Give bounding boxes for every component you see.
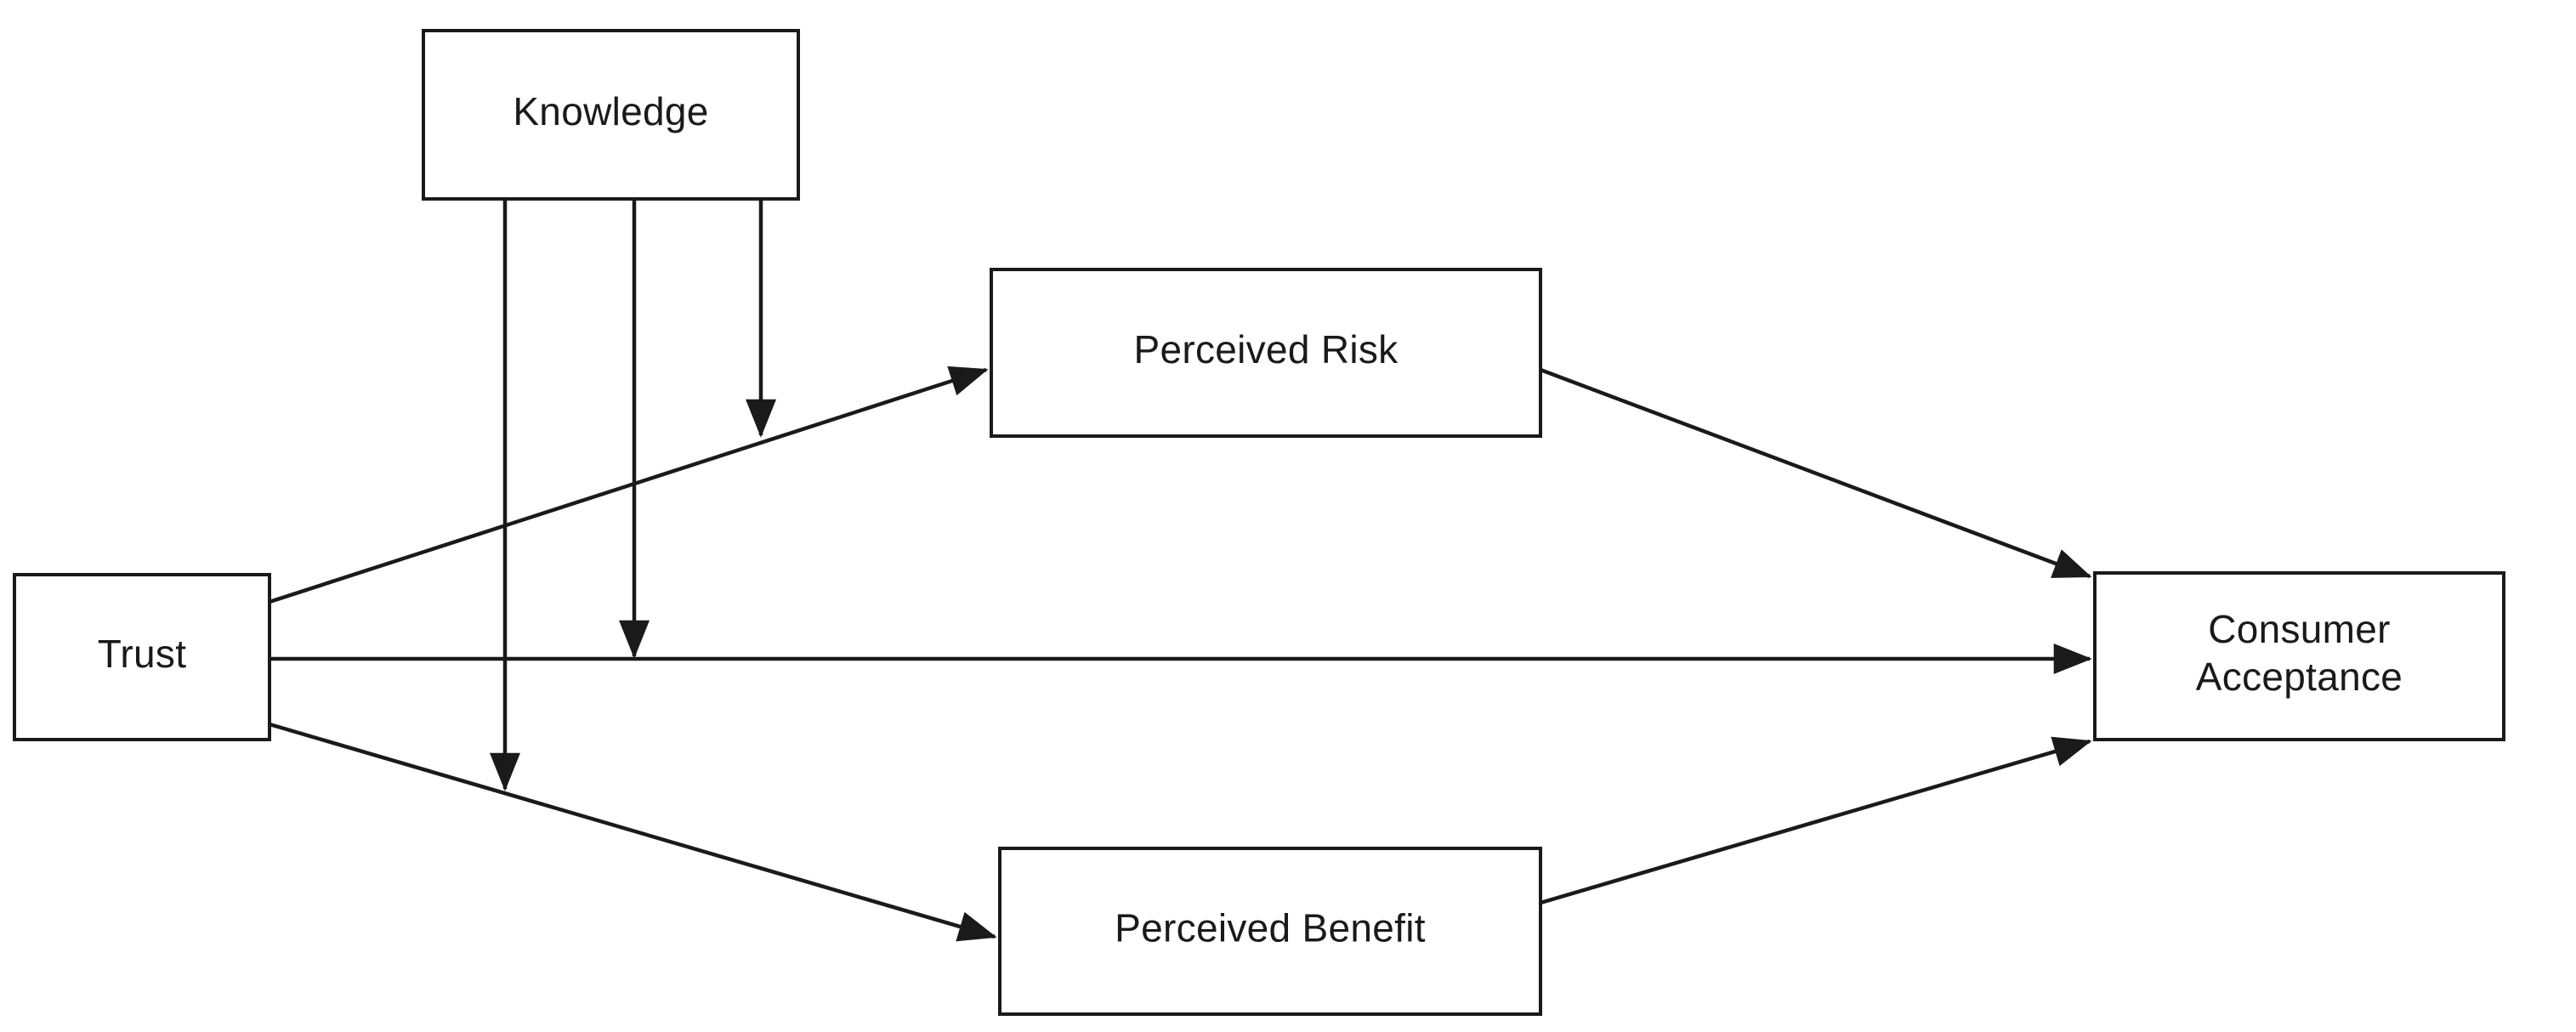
- node-label-consumer_acceptance: Consumer: [2208, 607, 2391, 651]
- edge-trust-to-perceived-risk: [269, 366, 989, 604]
- edge-perceived-risk-to-consumer-acceptance: [1540, 367, 2092, 579]
- node-label-trust: Trust: [98, 632, 187, 676]
- edge-trust-to-perceived-benefit: [269, 722, 997, 942]
- edge-perceived-benefit-to-consumer-acceptance: [1540, 736, 2092, 905]
- node-box-perceived_risk: [990, 268, 1542, 438]
- node-knowledge[interactable]: Knowledge: [422, 29, 800, 201]
- node-label-knowledge: Knowledge: [513, 89, 708, 133]
- node-box-knowledge: [422, 29, 800, 201]
- node-label-perceived_risk: Perceived Risk: [1134, 327, 1399, 371]
- edges-layer: [269, 199, 2092, 942]
- node-box-perceived_benefit: [998, 847, 1542, 1016]
- node-label-perceived_benefit: Perceived Benefit: [1115, 906, 1426, 950]
- node-perceived_risk[interactable]: Perceived Risk: [990, 268, 1542, 438]
- node-perceived_benefit[interactable]: Perceived Benefit: [998, 847, 1542, 1016]
- node-trust[interactable]: Trust: [13, 573, 271, 741]
- node-label-consumer_acceptance: Acceptance: [2196, 655, 2403, 699]
- node-box-consumer_acceptance: [2093, 571, 2505, 741]
- node-box-trust: [13, 573, 271, 741]
